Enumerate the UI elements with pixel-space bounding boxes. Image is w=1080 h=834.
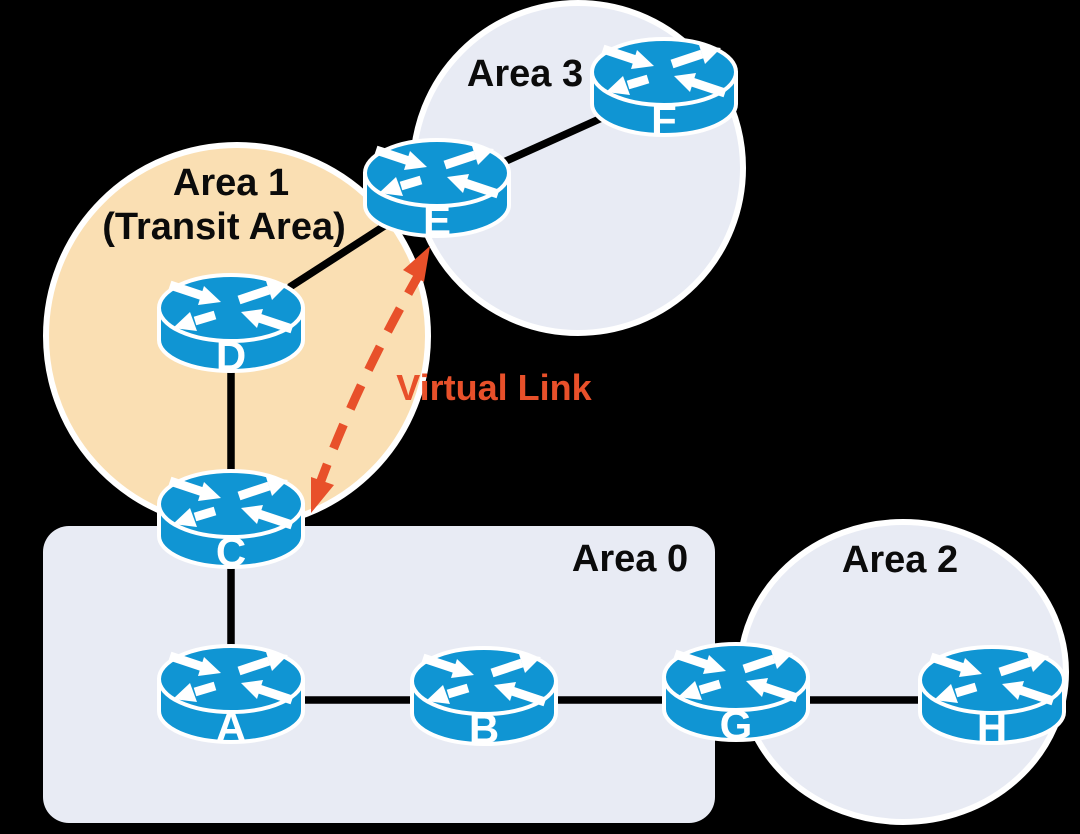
area2-label: Area 2: [841, 539, 959, 581]
router-b: B: [412, 648, 556, 752]
router-b-label: B: [469, 705, 499, 752]
router-e-label: E: [423, 197, 451, 244]
router-a: A: [159, 646, 303, 750]
router-c-label: C: [216, 528, 246, 575]
router-a-label: A: [216, 703, 246, 750]
router-e: E: [365, 140, 509, 244]
router-d: D: [159, 275, 303, 379]
router-f: F: [592, 39, 736, 143]
router-f-label: F: [651, 96, 677, 143]
area3-label: Area 3: [466, 53, 584, 95]
router-g: G: [664, 644, 808, 748]
area1-label: Area 1: [172, 162, 290, 204]
area0-region: [43, 526, 715, 823]
virtual-link-arrowhead-top: [403, 246, 430, 282]
area0-label: Area 0: [571, 538, 689, 580]
virtual-link-label: Virtual Link: [396, 367, 592, 408]
virtual-link-arrowhead-bottom: [311, 477, 334, 513]
area1-sublabel: (Transit Area): [102, 206, 346, 248]
router-h: H: [920, 647, 1064, 751]
virtual-link: [311, 246, 430, 513]
router-d-label: D: [216, 332, 246, 379]
router-h-label: H: [977, 704, 1007, 751]
router-g-label: G: [720, 701, 753, 748]
router-c: C: [159, 471, 303, 575]
